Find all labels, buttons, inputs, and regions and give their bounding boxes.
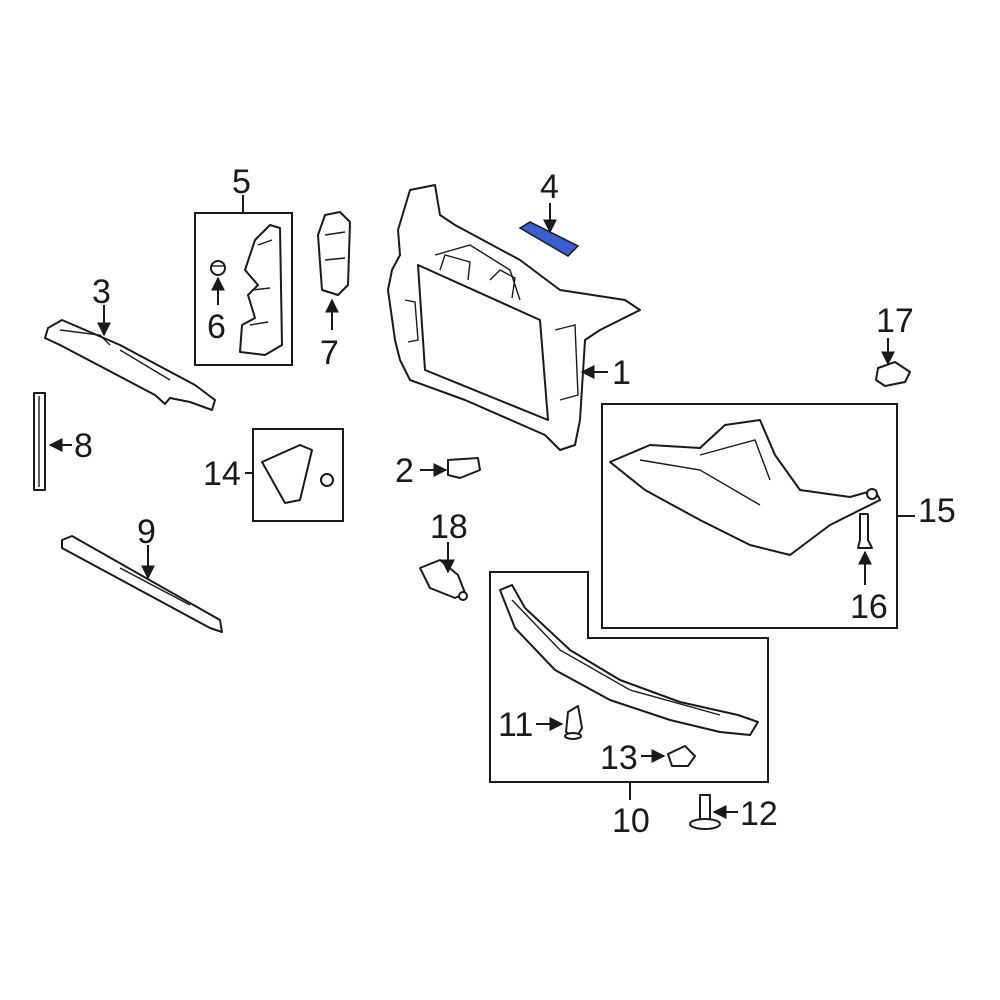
callout-7: 7 bbox=[320, 334, 339, 372]
callout-13: 13 bbox=[600, 739, 638, 777]
nut-part-17[interactable] bbox=[875, 361, 911, 387]
group-box-14 bbox=[252, 428, 344, 522]
clip-part-11[interactable] bbox=[564, 705, 583, 740]
seal-part-4[interactable] bbox=[518, 221, 580, 257]
callout-9: 9 bbox=[137, 513, 156, 551]
rivet-part-12[interactable] bbox=[689, 794, 721, 830]
group-box-10 bbox=[489, 571, 769, 783]
callout-18: 18 bbox=[430, 508, 468, 546]
deflector-part-9[interactable] bbox=[61, 535, 223, 633]
sensor-part-18[interactable] bbox=[419, 559, 468, 601]
callout-4: 4 bbox=[540, 168, 559, 206]
highlighted-part[interactable] bbox=[518, 221, 580, 257]
shield-part-14[interactable] bbox=[261, 444, 334, 504]
callout-15: 15 bbox=[918, 492, 956, 530]
seal-strip-part-8[interactable] bbox=[33, 392, 46, 491]
callout-17: 17 bbox=[876, 302, 914, 340]
bracket-part-7[interactable] bbox=[317, 211, 351, 296]
callout-11: 11 bbox=[498, 706, 533, 744]
callout-12: 12 bbox=[740, 795, 778, 833]
callout-6: 6 bbox=[207, 308, 226, 346]
callout-3: 3 bbox=[92, 273, 111, 311]
air-guide-part-5[interactable] bbox=[239, 224, 283, 356]
callout-16: 16 bbox=[850, 588, 888, 626]
radiator-support-part-1[interactable] bbox=[387, 184, 641, 451]
callout-10: 10 bbox=[612, 802, 650, 840]
bolt-part-16[interactable] bbox=[857, 513, 873, 549]
clip-part-6[interactable] bbox=[210, 260, 226, 276]
lower-cover-part-10[interactable] bbox=[499, 584, 759, 736]
callout-5: 5 bbox=[232, 163, 251, 201]
callout-2: 2 bbox=[395, 452, 414, 490]
undercover-part-15[interactable] bbox=[609, 419, 881, 556]
callout-14: 14 bbox=[203, 455, 241, 493]
clip-part-13[interactable] bbox=[667, 745, 696, 767]
callout-1: 1 bbox=[612, 354, 631, 392]
callout-8: 8 bbox=[74, 427, 93, 465]
bolt-part-2[interactable] bbox=[447, 457, 481, 479]
deflector-part-3[interactable] bbox=[44, 319, 216, 411]
